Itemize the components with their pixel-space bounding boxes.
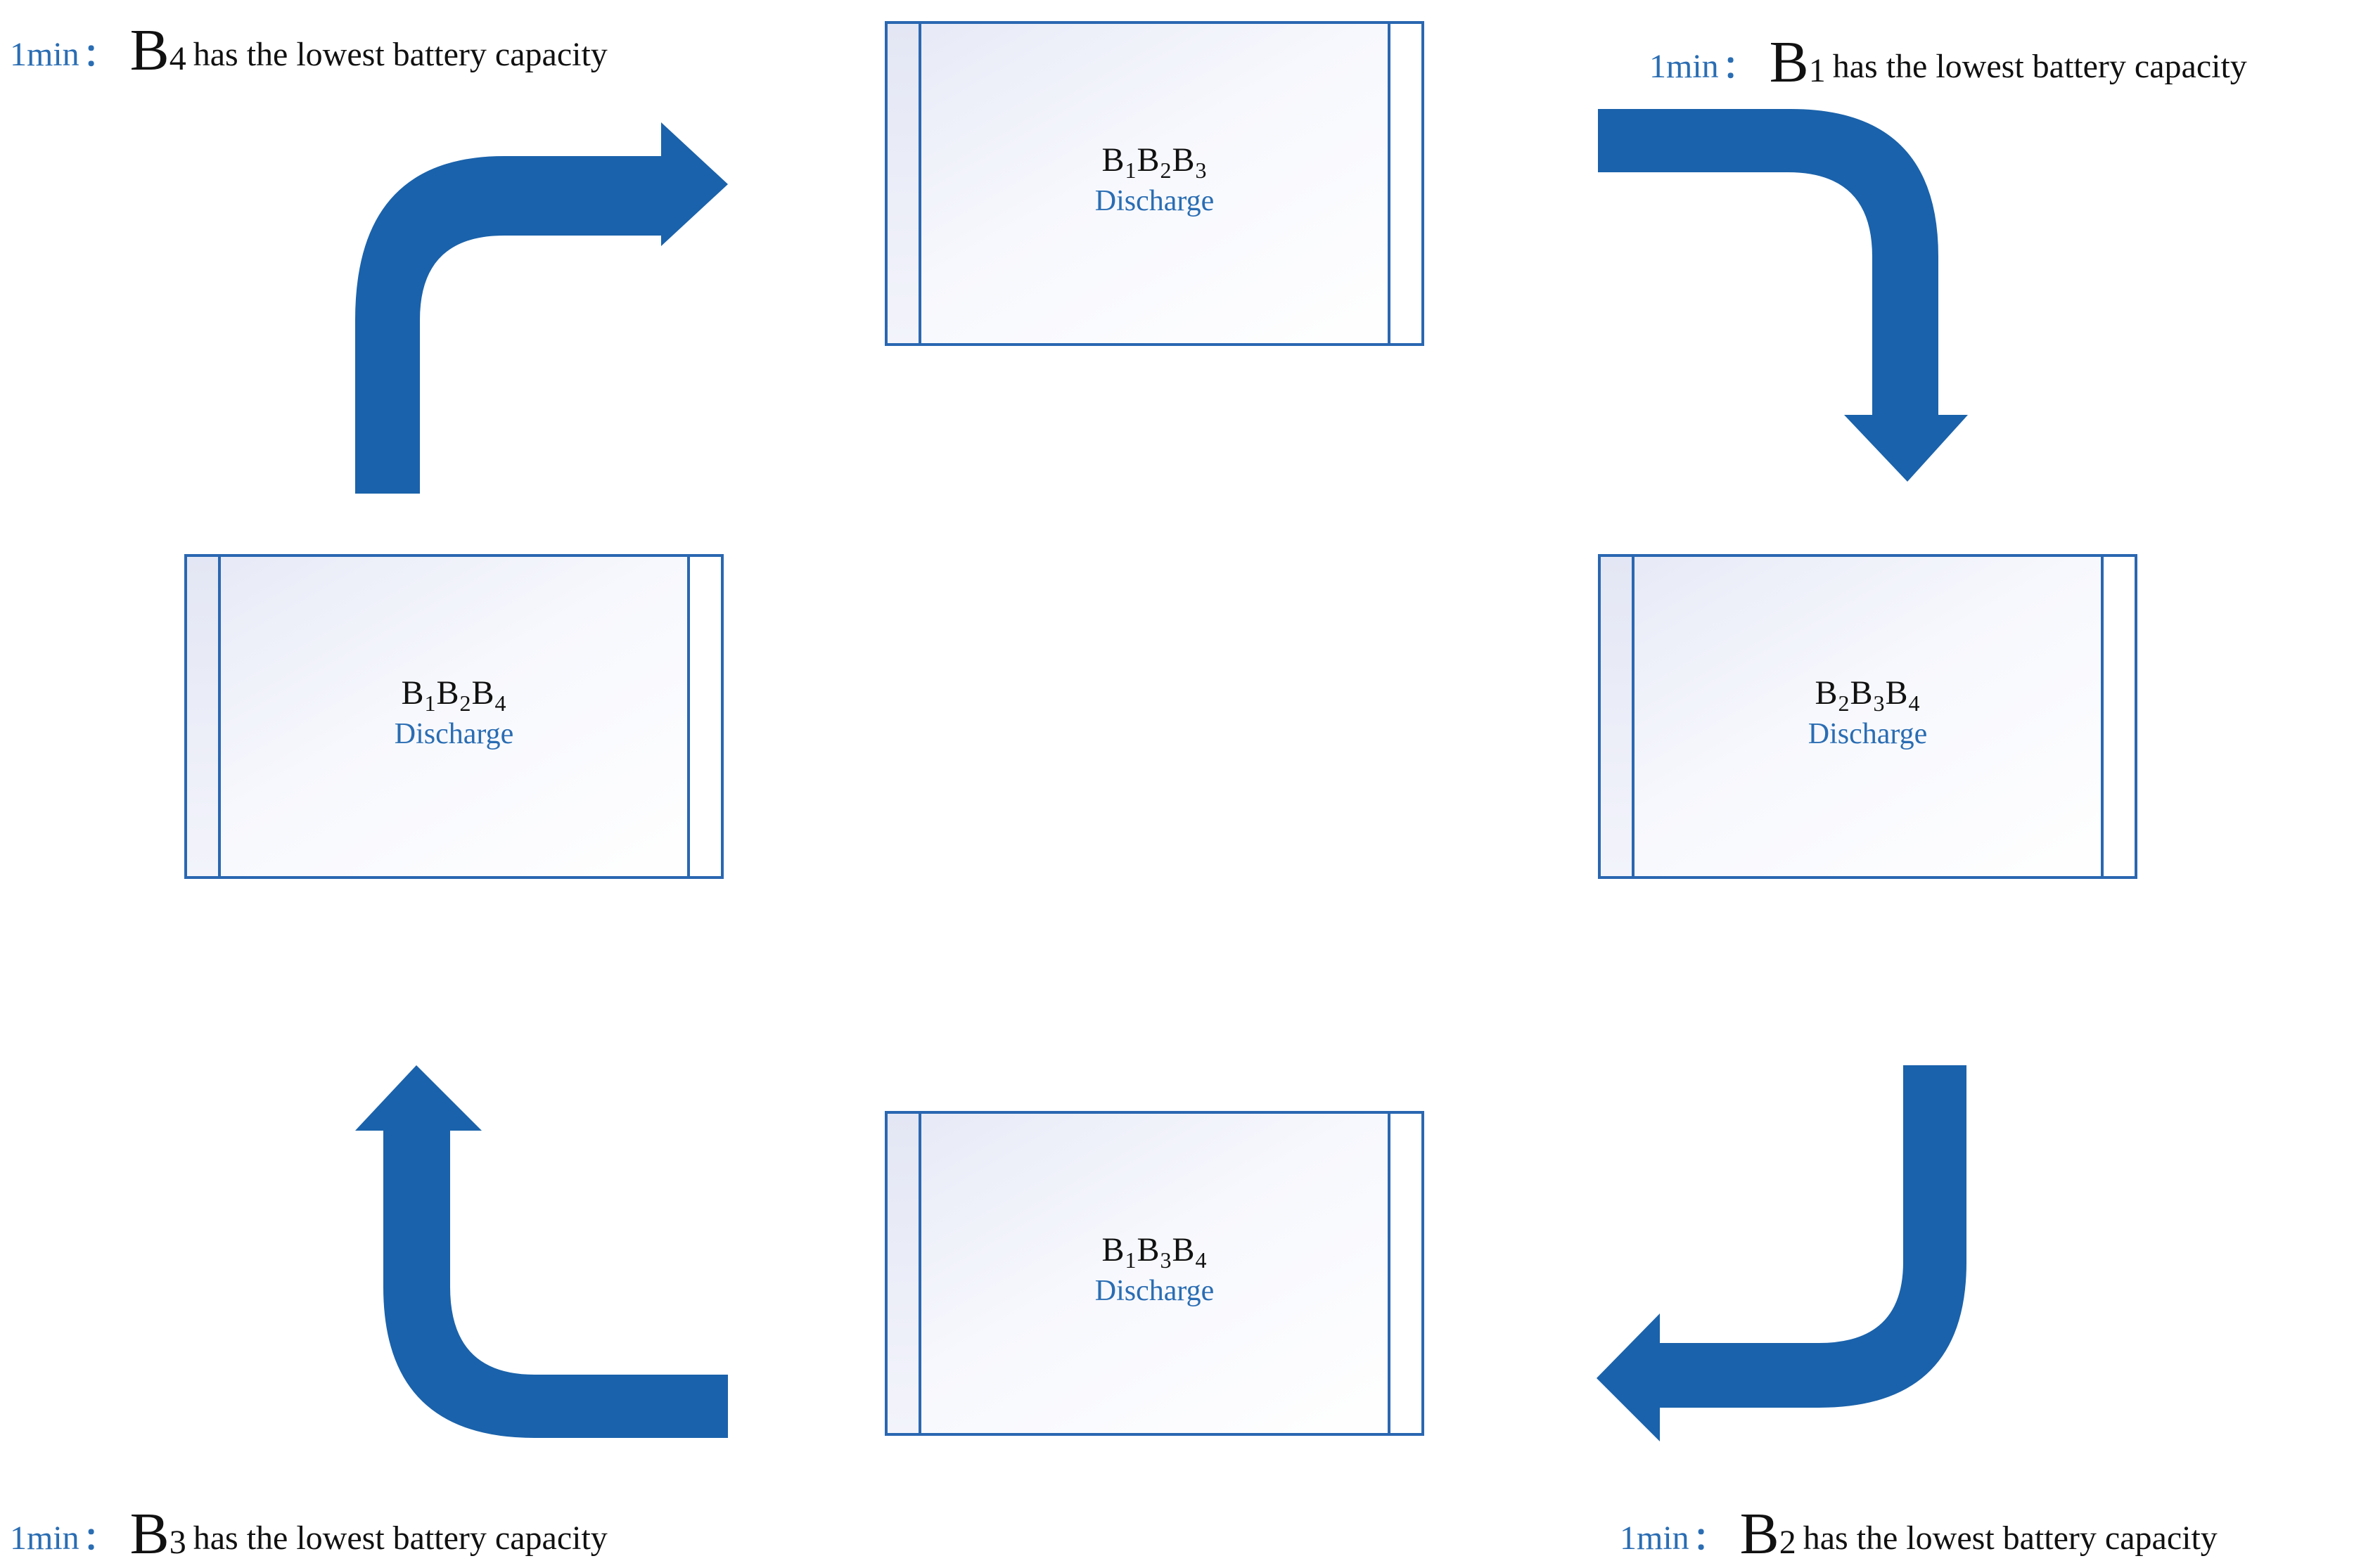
battery-index: 4 xyxy=(1195,1247,1208,1273)
battery-terminal-right xyxy=(2101,557,2135,876)
battery-index: 2 xyxy=(1160,158,1172,183)
battery-index: 4 xyxy=(494,690,507,716)
state-block-right: B2B3B4 Discharge xyxy=(1598,554,2137,879)
curved-arrow-up-icon xyxy=(355,1065,728,1438)
time-label: 1min xyxy=(10,1519,79,1557)
battery-combination: B1B3B4 xyxy=(1101,1231,1208,1273)
battery-combination: B1B2B4 xyxy=(401,674,507,716)
state-content: B1B3B4 Discharge xyxy=(921,1229,1388,1311)
note-text: has the lowest battery capacity xyxy=(1832,48,2247,85)
state-content: B1B2B3 Discharge xyxy=(921,139,1388,221)
colon: ： xyxy=(1693,1521,1725,1557)
battery-terminal-right xyxy=(1388,1114,1421,1433)
battery-index: 4 xyxy=(169,40,186,77)
time-label: 1min xyxy=(10,36,79,73)
battery-index: 1 xyxy=(1808,52,1826,89)
colon: ： xyxy=(1722,49,1754,85)
discharge-status: Discharge xyxy=(1094,1275,1215,1307)
battery-terminal-left xyxy=(888,1114,921,1433)
curved-arrow-down-icon xyxy=(1598,109,1968,482)
battery-index: 3 xyxy=(169,1524,186,1561)
battery-index: 4 xyxy=(1908,690,1921,716)
state-block-bottom: B1B3B4 Discharge xyxy=(885,1111,1424,1436)
battery-index: 1 xyxy=(424,690,437,716)
battery-index: 3 xyxy=(1160,1247,1172,1273)
battery-terminal-left xyxy=(888,24,921,343)
state-block-left: B1B2B4 Discharge xyxy=(184,554,724,879)
state-content: B1B2B4 Discharge xyxy=(221,672,687,754)
colon: ： xyxy=(83,1521,115,1557)
discharge-status: Discharge xyxy=(1094,185,1215,217)
time-label: 1min xyxy=(1620,1519,1689,1557)
battery-terminal-left xyxy=(1601,557,1635,876)
battery-combination: B2B3B4 xyxy=(1815,674,1921,716)
curved-arrow-right-icon xyxy=(355,122,728,494)
battery-letter: B xyxy=(129,18,169,83)
battery-letter: B xyxy=(129,1501,169,1567)
battery-terminal-left xyxy=(187,557,221,876)
note-text: has the lowest battery capacity xyxy=(193,1519,608,1557)
state-block-top: B1B2B3 Discharge xyxy=(885,21,1424,346)
battery-index: 2 xyxy=(1838,690,1850,716)
time-label: 1min xyxy=(1649,48,1719,85)
battery-terminal-right xyxy=(687,557,721,876)
battery-index: 3 xyxy=(1195,158,1208,183)
battery-letter: B xyxy=(1769,30,1809,95)
state-content: B2B3B4 Discharge xyxy=(1635,672,2101,754)
discharge-status: Discharge xyxy=(1808,718,1928,750)
battery-index: 1 xyxy=(1125,1247,1137,1273)
discharge-status: Discharge xyxy=(394,718,514,750)
curved-arrow-left-icon xyxy=(1597,1065,1966,1441)
colon: ： xyxy=(83,37,115,73)
battery-letter: B xyxy=(1739,1501,1779,1567)
battery-combination: B1B2B3 xyxy=(1101,141,1208,183)
note-text: has the lowest battery capacity xyxy=(193,36,608,73)
battery-index: 2 xyxy=(459,690,472,716)
battery-index: 3 xyxy=(1873,690,1886,716)
note-text: has the lowest battery capacity xyxy=(1803,1519,2218,1557)
battery-index: 2 xyxy=(1779,1524,1796,1561)
battery-index: 1 xyxy=(1125,158,1137,183)
battery-terminal-right xyxy=(1388,24,1421,343)
